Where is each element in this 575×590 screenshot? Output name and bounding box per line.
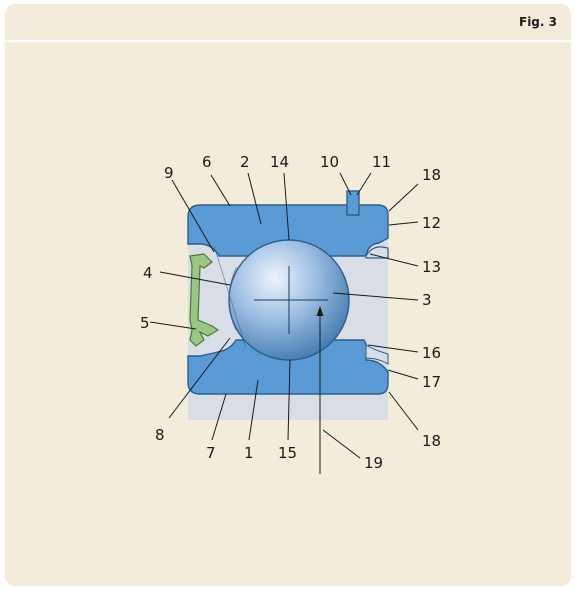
callout-16: 16 xyxy=(422,344,441,362)
callout-11: 11 xyxy=(372,153,391,171)
seal xyxy=(189,253,220,347)
callout-12: 12 xyxy=(422,214,441,232)
callout-3: 3 xyxy=(422,291,432,309)
callout-18-bottom: 18 xyxy=(422,432,441,450)
callout-19: 19 xyxy=(364,454,383,472)
callout-17: 17 xyxy=(422,373,441,391)
callout-9: 9 xyxy=(164,164,174,182)
figure-label: Fig. 3 xyxy=(519,15,557,29)
outer-ring-groove xyxy=(365,246,389,259)
callout-2: 2 xyxy=(240,153,250,171)
snap-ring-notch xyxy=(346,190,360,216)
callout-13: 13 xyxy=(422,258,441,276)
inner-ring-groove xyxy=(365,344,389,365)
callout-1: 1 xyxy=(244,444,254,462)
load-arrow-head xyxy=(316,306,324,316)
leader-lines xyxy=(149,172,419,459)
callout-4: 4 xyxy=(143,264,153,282)
callout-10: 10 xyxy=(320,153,339,171)
callout-5: 5 xyxy=(140,314,150,332)
contact-line xyxy=(213,245,247,349)
callout-7: 7 xyxy=(206,444,216,462)
callout-14: 14 xyxy=(270,153,289,171)
callout-15: 15 xyxy=(278,444,297,462)
callout-6: 6 xyxy=(202,153,212,171)
callout-18-top: 18 xyxy=(422,166,441,184)
callout-8: 8 xyxy=(155,426,165,444)
header-divider xyxy=(5,40,571,42)
